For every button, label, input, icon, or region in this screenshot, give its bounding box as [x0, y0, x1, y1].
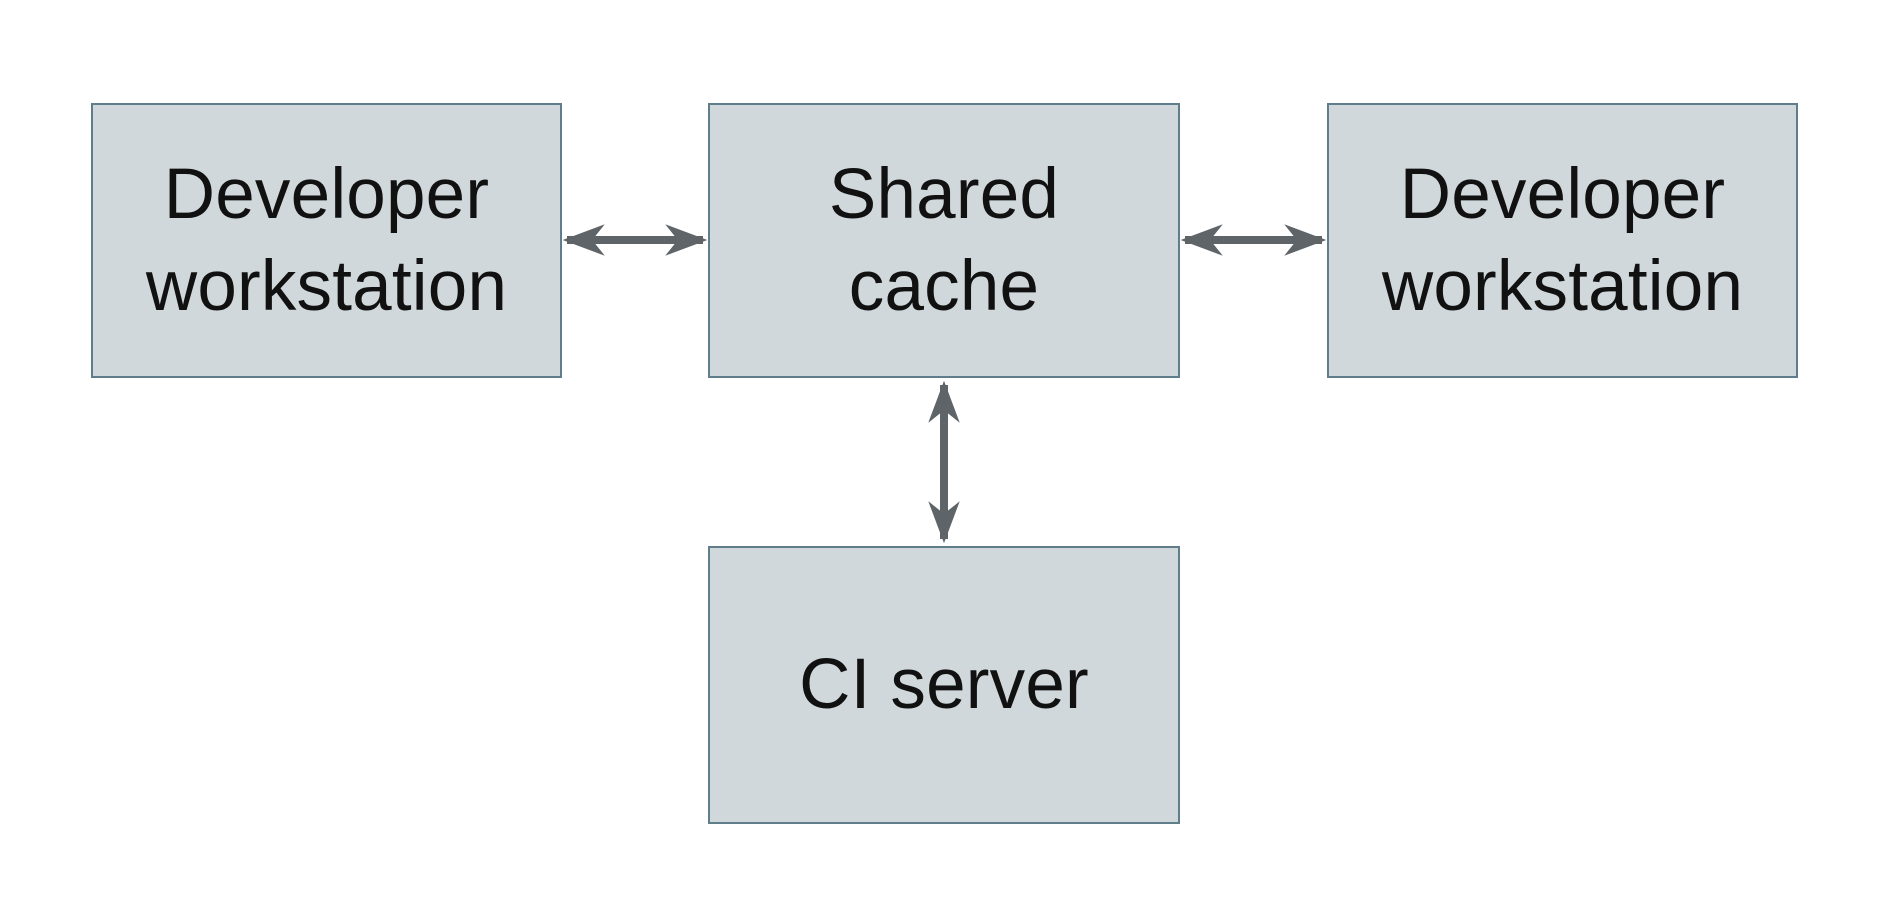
- node-label-line: workstation: [145, 246, 508, 326]
- node-label: Shared cache: [829, 149, 1059, 333]
- node-label: CI server: [799, 639, 1089, 731]
- node-label-line: Developer: [163, 154, 490, 234]
- node-developer-workstation-left: Developer workstation: [91, 103, 562, 378]
- node-label: Developer workstation: [1382, 149, 1743, 333]
- node-label-line: cache: [848, 246, 1040, 326]
- node-label-line: Developer: [1399, 154, 1726, 234]
- node-label: Developer workstation: [146, 149, 507, 333]
- node-developer-workstation-right: Developer workstation: [1327, 103, 1798, 378]
- node-label-line: CI server: [799, 645, 1089, 724]
- node-label-line: Shared: [828, 154, 1060, 234]
- node-ci-server: CI server: [708, 546, 1180, 824]
- node-label-line: workstation: [1381, 246, 1744, 326]
- node-shared-cache: Shared cache: [708, 103, 1180, 378]
